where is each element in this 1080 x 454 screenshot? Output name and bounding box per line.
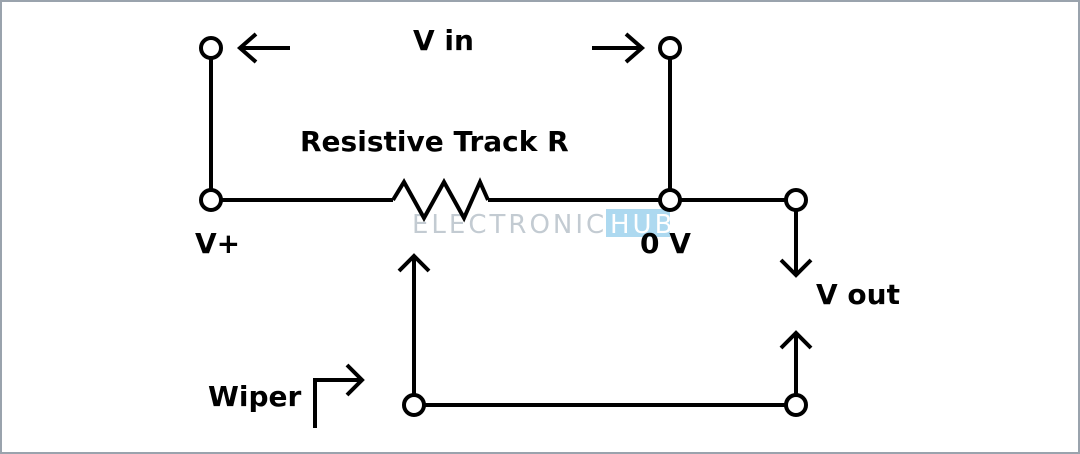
vin-arrow-left-head [236, 32, 258, 64]
resistor-symbol [391, 177, 490, 223]
label-resistive-track: Resistive Track R [300, 125, 569, 158]
vin-arrow-right-head [624, 32, 646, 64]
label-v-in: V in [413, 24, 474, 57]
wiper-bent-arrow-head [345, 363, 365, 397]
terminal-vin-right [658, 36, 682, 60]
watermark-badge-text: HUB [610, 210, 675, 240]
terminal-vout-top [784, 188, 808, 212]
terminal-zero-v [658, 188, 682, 212]
terminal-vout-bottom [784, 393, 808, 417]
wiper-bent-arrow-shaft [313, 378, 362, 428]
terminal-v-plus [199, 188, 223, 212]
vout-arrow-down [779, 258, 813, 278]
label-zero-v: 0 V [640, 227, 691, 260]
vout-arrow-up [779, 330, 813, 350]
watermark-text: ELECTRONICS [412, 210, 627, 240]
label-v-plus: V+ [195, 227, 240, 260]
watermark-badge [606, 209, 670, 237]
terminal-vin-left [199, 36, 223, 60]
wiper-arrow-up [397, 253, 431, 273]
label-wiper: Wiper [208, 380, 302, 413]
watermark: ELECTRONICS HUB [412, 209, 675, 240]
terminal-wiper [402, 393, 426, 417]
label-v-out: V out [816, 278, 900, 311]
